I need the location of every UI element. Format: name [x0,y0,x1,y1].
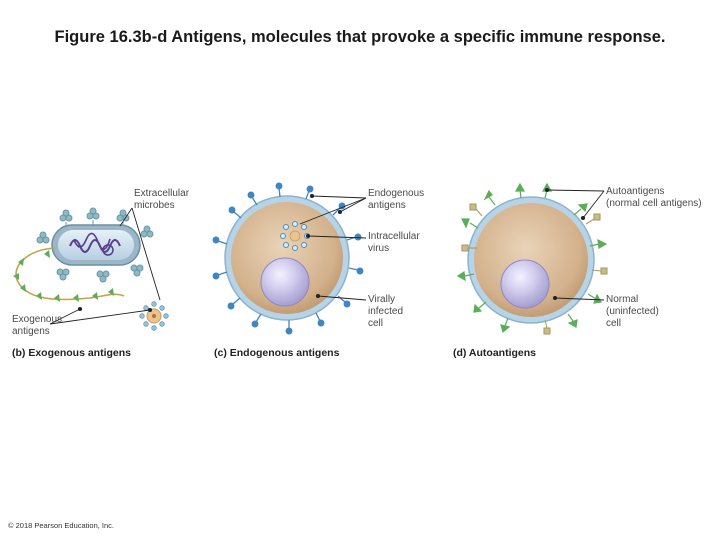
label-virus: virus [368,243,389,254]
label-endogenous: Endogenous [368,188,424,199]
autoantigens-tan [461,203,608,335]
panel-b-exogenous: Extracellular microbes Exogenous antigen… [12,188,190,359]
panel-d-leaders [544,187,605,301]
nucleus [260,257,310,307]
label-uninfected: (uninfected) [606,306,659,317]
caption-panel-b: (b) Exogenous antigens [12,347,131,359]
label-extracellular: Extracellular [134,188,190,199]
label-intracellular: Intracellular [368,231,420,242]
nucleus [500,259,550,309]
panel-c-leaders [299,193,367,301]
extracellular-virus [139,301,169,331]
label-cell-c: cell [368,318,383,329]
label-microbes: microbes [134,200,175,211]
autoantigens [456,182,608,334]
label-normal-cell-antigens: (normal cell antigens) [606,198,702,209]
label-virally: Virally [368,294,395,305]
label-exogenous: Exogenous [12,314,62,325]
label-antigens: antigens [12,326,50,337]
copyright-notice: © 2018 Pearson Education, Inc. [8,521,115,530]
intracellular-virus [280,221,310,251]
infected-cell [224,195,350,321]
bacterium-antigens [36,207,154,283]
caption-panel-c: (c) Endogenous antigens [214,347,340,359]
figure-title: Figure 16.3b-d Antigens, molecules that … [54,28,666,46]
caption-panel-d: (d) Autoantigens [453,347,536,359]
panel-b-leaders [49,207,161,325]
label-autoantigens: Autoantigens [606,186,664,197]
normal-cell [467,196,595,324]
endogenous-antigens [212,182,364,335]
panel-c-endogenous: Endogenous antigens Intracellular virus … [212,182,424,359]
label-infected: infected [368,306,403,317]
panel-d-autoantigens: Autoantigens (normal cell antigens) Norm… [453,182,702,359]
bacterium [51,224,141,266]
label-endogenous-antigens: antigens [368,200,406,211]
flagellum-antigens [13,250,114,302]
label-cell-d: cell [606,318,621,329]
label-normal: Normal [606,294,638,305]
